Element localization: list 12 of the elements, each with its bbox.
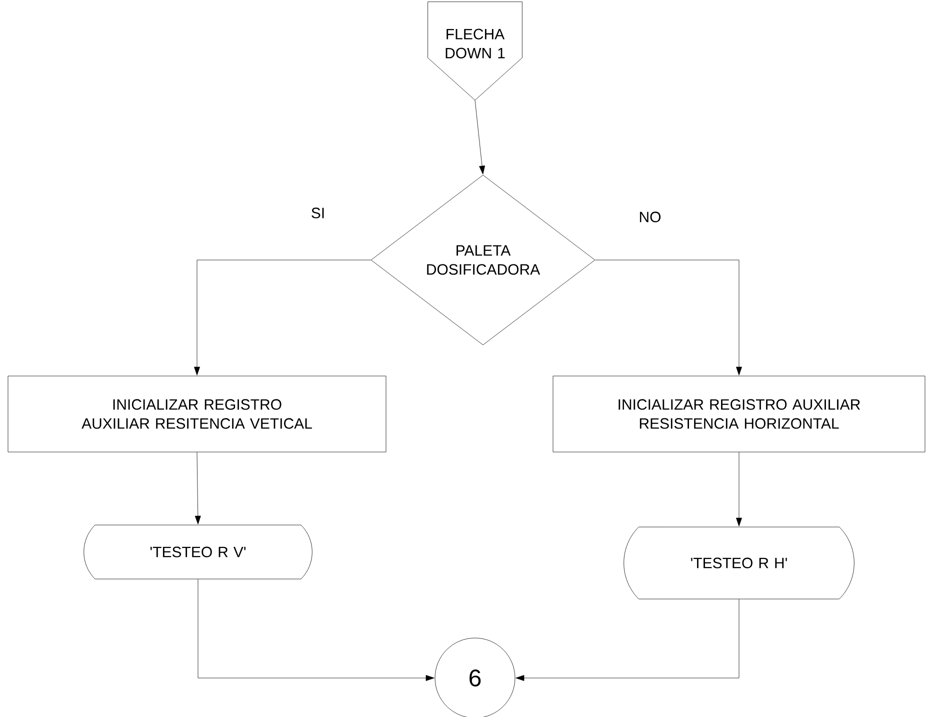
arrow <box>194 260 371 376</box>
arrow <box>194 452 201 524</box>
offpage-connector: FLECHA DOWN 1 <box>428 2 522 100</box>
arrow <box>736 452 742 526</box>
edge-label: NO <box>636 210 664 224</box>
edge-label: SI <box>308 206 328 220</box>
arrow <box>474 100 486 174</box>
process-box: INICIALIZAR REGISTRO AUXILIAR RESITENCIA VETICAL <box>8 376 386 452</box>
arrow <box>198 579 434 681</box>
arrow <box>595 260 742 376</box>
process-box: INICIALIZAR REGISTRO AUXILIAR RESISTENCIA HORIZONTAL <box>552 376 926 452</box>
arrow <box>516 599 740 681</box>
